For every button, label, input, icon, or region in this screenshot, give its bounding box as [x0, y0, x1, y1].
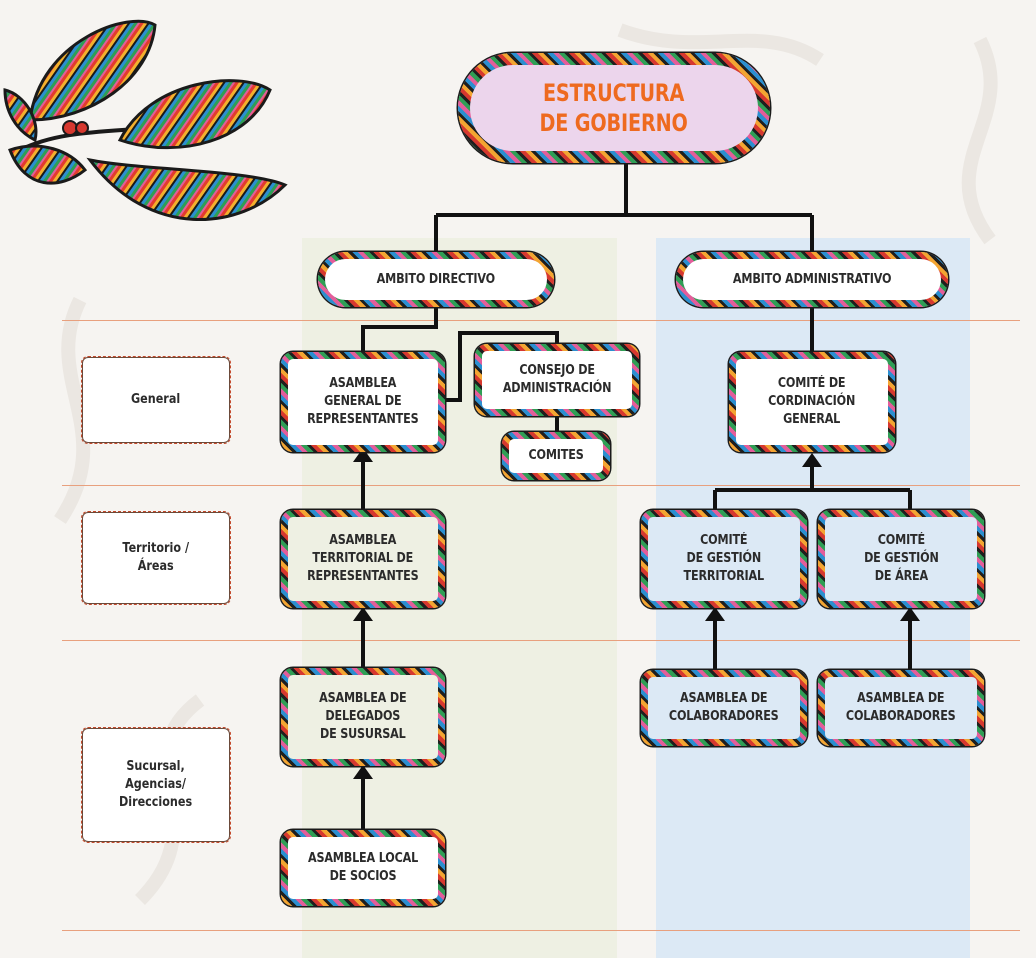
asamblea-colaboradores-2-node: ASAMBLEA DE COLABORADORES — [818, 670, 984, 746]
colorful-leaf-branch-icon — [3, 19, 288, 221]
comite-coordinacion-node: COMITÉ DE CORDINACIÓN GENERAL — [729, 352, 895, 452]
asamblea-general-label: ASAMBLEA GENERAL DE REPRESENTANTES — [307, 376, 419, 427]
ambito-directivo-label: AMBITO DIRECTIVO — [376, 271, 496, 287]
asamblea-local-label: ASAMBLEA LOCAL DE SOCIOS — [307, 851, 419, 884]
comite-gestion-area-label: COMITÉ DE GESTIÓN DE ÁREA — [863, 533, 939, 584]
asamblea-colaboradores-2-label: ASAMBLEA DE COLABORADORES — [846, 691, 956, 724]
comites-label: COMITES — [528, 448, 584, 463]
level-sucursal: Sucursal, Agencias/ Direcciones — [81, 727, 231, 843]
asamblea-colaboradores-1-label: ASAMBLEA DE COLABORADORES — [669, 691, 779, 724]
title-node: ESTRUCTURA DE GOBIERNO — [458, 53, 770, 163]
divider-line — [62, 485, 1020, 486]
level-territorio: Territorio / Áreas — [81, 511, 231, 605]
comites-node: COMITES — [502, 432, 610, 480]
asamblea-territorial-node: ASAMBLEA TERRITORIAL DE REPRESENTANTES — [281, 510, 445, 608]
consejo-administracion-node: CONSEJO DE ADMINISTRACIÓN — [475, 344, 639, 416]
asamblea-territorial-label: ASAMBLEA TERRITORIAL DE REPRESENTANTES — [307, 533, 419, 584]
divider-line — [62, 930, 1020, 931]
asamblea-local-node: ASAMBLEA LOCAL DE SOCIOS — [281, 830, 445, 906]
ambito-directivo-node: AMBITO DIRECTIVO — [318, 252, 554, 307]
comite-gestion-territorial-node: COMITÉ DE GESTIÓN TERRITORIAL — [641, 510, 807, 608]
comite-gestion-territorial-label: COMITÉ DE GESTIÓN TERRITORIAL — [683, 533, 765, 584]
consejo-administracion-label: CONSEJO DE ADMINISTRACIÓN — [502, 363, 612, 396]
asamblea-general-node: ASAMBLEA GENERAL DE REPRESENTANTES — [281, 352, 445, 452]
level-general: General — [81, 356, 231, 444]
divider-line — [62, 320, 1020, 321]
asamblea-delegados-node: ASAMBLEA DE DELEGADOS DE SUSURSAL — [281, 668, 445, 766]
divider-line — [62, 640, 1020, 641]
ambito-administrativo-node: AMBITO ADMINISTRATIVO — [676, 252, 948, 307]
asamblea-delegados-label: ASAMBLEA DE DELEGADOS DE SUSURSAL — [319, 691, 407, 742]
level-general-label: General — [131, 392, 181, 407]
asamblea-colaboradores-1-node: ASAMBLEA DE COLABORADORES — [641, 670, 807, 746]
level-territorio-label: Territorio / Áreas — [122, 541, 190, 574]
level-sucursal-label: Sucursal, Agencias/ Direcciones — [119, 759, 193, 810]
title-text: ESTRUCTURA DE GOBIERNO — [539, 79, 689, 137]
comite-coordinacion-label: COMITÉ DE CORDINACIÓN GENERAL — [768, 376, 856, 427]
ambito-administrativo-label: AMBITO ADMINISTRATIVO — [732, 271, 892, 287]
comite-gestion-area-node: COMITÉ DE GESTIÓN DE ÁREA — [818, 510, 984, 608]
